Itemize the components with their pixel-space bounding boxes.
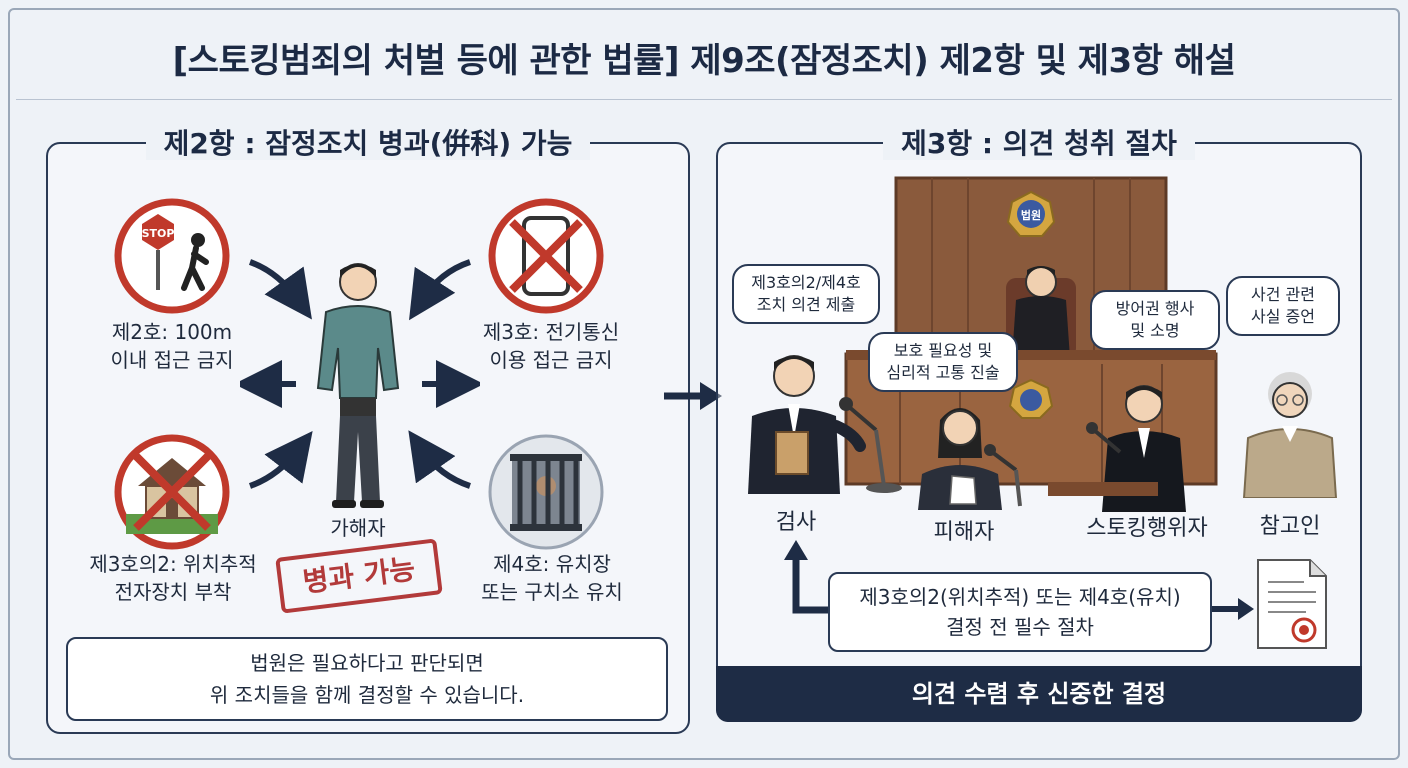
- measure-label-2: 제2호: 100m 이내 접근 금지: [110, 320, 234, 372]
- stalker-figure: [1048, 385, 1186, 512]
- left-panel-title: 제2항 : 잠정조치 병과(倂科) 가능: [145, 127, 591, 160]
- page-title: [스토킹범죄의 처벌 등에 관한 법률] 제9조(잠정조치) 제2항 및 제3항…: [172, 41, 1236, 81]
- decision-document-icon: [1257, 559, 1327, 649]
- house-prohibited-icon: [114, 434, 230, 550]
- measure-label-4: 제4호: 유치장 또는 구치소 유치: [481, 552, 623, 604]
- procedure-box: 제3호의2(위치추적) 또는 제4호(유치) 결정 전 필수 절차: [828, 572, 1212, 652]
- offender-label: 가해자: [330, 516, 386, 540]
- document-arrow: [1212, 598, 1254, 620]
- victim-bubble: 보호 필요성 및 심리적 고통 진술: [868, 332, 1018, 392]
- stop-walking-icon: STOP: [114, 198, 230, 314]
- stalker-label: 스토킹행위자: [1086, 516, 1208, 541]
- court-emblem-text: 법원: [1021, 208, 1041, 222]
- stalker-bubble: 방어권 행사 및 소명: [1090, 290, 1220, 350]
- jail-icon: [488, 434, 604, 550]
- measure-label-3: 제3호: 전기통신 이용 접근 금지: [482, 320, 620, 372]
- victim-figure: [918, 408, 1022, 510]
- measure-label-3-2: 제3호의2: 위치추적 전자장치 부착: [89, 552, 257, 604]
- phone-prohibited-icon: [488, 198, 604, 314]
- outer-frame: [8, 8, 1400, 760]
- witness-label: 참고인: [1259, 514, 1321, 539]
- victim-label: 피해자: [933, 520, 995, 545]
- offender-figure: [316, 263, 400, 508]
- prosecutor-label: 검사: [775, 510, 817, 535]
- prosecutor-figure: [748, 355, 902, 494]
- procedure-arrow: [784, 540, 828, 614]
- decision-banner: 의견 수렴 후 신중한 결정: [716, 666, 1362, 722]
- witness-bubble: 사건 관련 사실 증언: [1226, 276, 1340, 336]
- left-note: 법원은 필요하다고 판단되면 위 조치들을 함께 결정할 수 있습니다.: [66, 637, 668, 721]
- svg-text:STOP: STOP: [142, 227, 175, 240]
- right-panel-title: 제3항 : 의견 청취 절차: [883, 127, 1195, 160]
- prosecutor-bubble: 제3호의2/제4호 조치 의견 제출: [732, 264, 880, 324]
- panel-connector-arrow: [664, 382, 722, 410]
- witness-figure: [1242, 372, 1338, 498]
- header: [스토킹범죄의 처벌 등에 관한 법률] 제9조(잠정조치) 제2항 및 제3항…: [16, 16, 1392, 100]
- arrows-left: [240, 259, 480, 489]
